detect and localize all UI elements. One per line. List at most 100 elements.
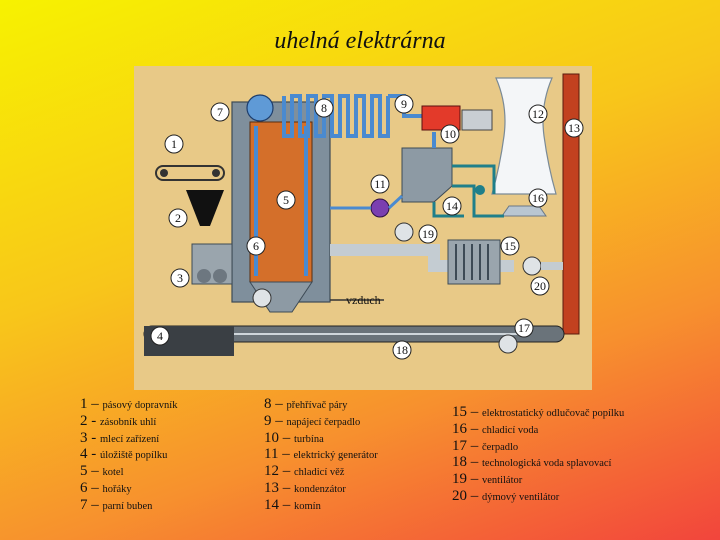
conveyor-belt-shape <box>155 165 225 181</box>
legend-separator: – <box>282 446 294 463</box>
callout-label: 19 <box>422 227 434 241</box>
legend-separator: – <box>275 412 287 429</box>
legend-item: 11 – elektrický generátor <box>264 446 378 463</box>
legend-text: kondenzátor <box>294 483 346 495</box>
page-title: uhelná elektrárna <box>274 28 446 54</box>
legend-text: turbína <box>294 433 324 445</box>
legend-number: 19 <box>452 471 471 488</box>
callout-circle <box>370 174 390 194</box>
legend-number: 15 <box>452 404 471 420</box>
legend-number: 1 <box>80 396 92 412</box>
callout-circle <box>514 318 534 338</box>
callout-label: 6 <box>253 239 259 253</box>
conveyor-roller-right <box>212 169 220 177</box>
legend-number: 6 <box>80 479 92 496</box>
legend-text: úložiště popílku <box>100 450 168 462</box>
legend-item: 1 – pásový dopravník <box>80 396 177 413</box>
legend-separator: – <box>91 396 103 412</box>
cooling-water-return <box>432 202 464 218</box>
conveyor-roller-left <box>160 169 168 177</box>
legend-number: 7 <box>80 496 92 513</box>
legend-separator: – <box>470 487 482 504</box>
callout-label: 11 <box>374 177 386 191</box>
callout-label: 8 <box>321 101 327 115</box>
legend-number: 17 <box>452 437 471 454</box>
legend-text: mlecí zařízení <box>100 433 160 445</box>
cooling-tower-shape <box>491 77 557 195</box>
legend-separator: – <box>282 429 294 446</box>
legend-item: 10 – turbína <box>264 430 378 447</box>
legend-separator: – <box>470 404 482 420</box>
steam-drum-shape <box>246 94 274 122</box>
legend-text: elektrický generátor <box>293 450 378 462</box>
legend-item: 12 – chladicí věž <box>264 463 378 480</box>
generator-shape <box>461 109 493 131</box>
legend-text: pásový dopravník <box>102 400 178 411</box>
cooling-pump-icon <box>475 185 485 195</box>
callout-circle <box>170 268 190 288</box>
legend-text: elektrostatický odlučovač popílku <box>482 408 625 419</box>
callout-label: 10 <box>444 127 456 141</box>
legend-item: 3 - mlecí zařízení <box>80 430 177 447</box>
precipitator-plates <box>455 244 489 280</box>
turbine-shape <box>421 105 461 131</box>
legend-number: 3 <box>80 429 92 446</box>
condenser-shape <box>401 147 453 203</box>
flue-fan-icon <box>522 256 542 276</box>
callout-circle <box>164 134 184 154</box>
legend-item: 13 – kondenzátor <box>264 480 378 497</box>
legend-item: 14 – komín <box>264 497 378 514</box>
legend-text: zásobník uhlí <box>100 416 157 428</box>
legend-number: 5 <box>80 463 92 480</box>
callout-circle <box>500 236 520 256</box>
cooling-tower-base <box>501 205 547 217</box>
callout-label: 4 <box>157 329 163 343</box>
callout-label: 20 <box>534 279 546 293</box>
callout-label: 18 <box>396 343 408 357</box>
legend-number: 4 <box>80 446 92 463</box>
callout-circle <box>530 276 550 296</box>
legend-text: napájecí čerpadlo <box>286 416 361 428</box>
callout-label: 14 <box>446 199 458 213</box>
callout-label: 1 <box>171 137 177 151</box>
air-label: vzduch <box>346 293 381 307</box>
legend-separator: - <box>91 446 100 463</box>
legend-number: 18 <box>452 454 471 471</box>
superheater-coils <box>282 94 390 138</box>
legend-item: 15 – elektrostatický odlučovač popílku <box>452 404 624 421</box>
legend-number: 2 <box>80 412 92 429</box>
legend-item: 7 – parní buben <box>80 497 177 514</box>
legend-text: hořáky <box>102 483 132 495</box>
legend-separator: – <box>275 396 287 412</box>
legend-number: 9 <box>264 412 276 429</box>
chimney-shape <box>562 73 580 335</box>
legend-item: 20 – dýmový ventilátor <box>452 488 624 505</box>
callout-circle <box>528 188 548 208</box>
legend-separator: – <box>470 420 482 437</box>
callout-label: 9 <box>401 97 407 111</box>
callout-circle <box>528 104 548 124</box>
callout-circle <box>210 102 230 122</box>
legend-separator: – <box>282 463 294 480</box>
callout-label: 13 <box>568 121 580 135</box>
legend-number: 16 <box>452 420 471 437</box>
callout-label: 5 <box>283 193 289 207</box>
legend-separator: - <box>91 412 100 429</box>
callout-circle <box>314 98 334 118</box>
legend-text: chladicí voda <box>482 424 539 436</box>
callout-circle <box>168 208 188 228</box>
callout-circle <box>276 190 296 210</box>
callout-circle <box>440 124 460 144</box>
legend-item: 6 – hořáky <box>80 480 177 497</box>
legend-number: 13 <box>264 479 283 496</box>
callout-label: 7 <box>217 105 223 119</box>
callout-label: 15 <box>504 239 516 253</box>
legend-item: 9 – napájecí čerpadlo <box>264 413 378 430</box>
callout-circle <box>564 118 584 138</box>
fan-boiler-icon <box>252 288 272 308</box>
callout-circle <box>392 340 412 360</box>
legend-text: čerpadlo <box>482 441 519 453</box>
